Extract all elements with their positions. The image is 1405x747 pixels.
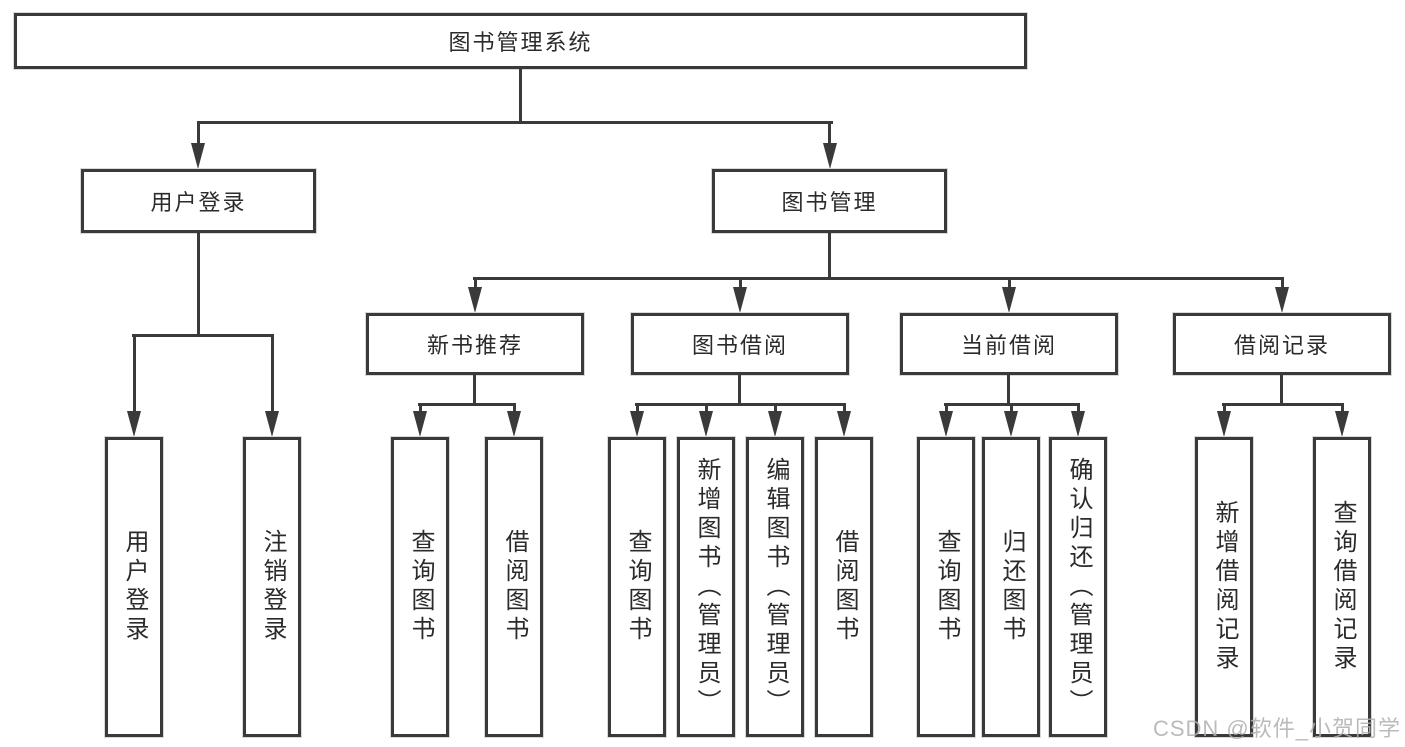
connector-level2-rail — [197, 121, 833, 124]
connector-drop-current-borrow — [1008, 277, 1011, 291]
arrowhead-nbr-borrow — [507, 411, 521, 437]
leaf-logout-login: 注销登录 — [243, 437, 301, 737]
arrowhead-bb-add — [699, 411, 713, 437]
arrowhead-leaf-logout — [265, 411, 279, 437]
node-library-management-system: 图书管理系统 — [14, 13, 1027, 69]
arrowhead-borrow-records — [1275, 287, 1289, 313]
connector-new-book-rail — [418, 403, 516, 406]
connector-drop-book-borrow — [739, 277, 742, 291]
connector-user-login-stub — [197, 233, 200, 337]
connector-user-login-rail — [132, 334, 274, 337]
connector-book-borrow-rail — [635, 403, 846, 406]
connector-root-stub — [519, 69, 522, 124]
connector-book-mgmt-stub — [828, 233, 831, 280]
connector-drop-nbr-query — [419, 403, 422, 417]
leaf-nbr-query-books: 查询图书 — [391, 437, 449, 737]
leaf-cb-query-books: 查询图书 — [917, 437, 975, 737]
node-borrowing-records: 借阅记录 — [1173, 313, 1391, 375]
connector-drop-cb-return — [1010, 403, 1013, 417]
connector-drop-br-add — [1223, 403, 1226, 417]
leaf-br-query-record: 查询借阅记录 — [1313, 437, 1371, 737]
leaf-bb-borrow-books: 借阅图书 — [815, 437, 873, 737]
connector-level3-rail — [473, 277, 1284, 280]
leaf-bb-query-books: 查询图书 — [608, 437, 666, 737]
connector-drop-br-query — [1341, 403, 1344, 417]
leaf-bb-add-books-admin: 新增图书（管理员） — [677, 437, 735, 737]
arrowhead-bb-edit — [768, 411, 782, 437]
connector-drop-bb-borrow — [843, 403, 846, 417]
node-user-login: 用户登录 — [81, 169, 316, 233]
leaf-nbr-borrow-books: 借阅图书 — [485, 437, 543, 737]
connector-drop-bb-edit — [774, 403, 777, 417]
arrowhead-br-add — [1217, 411, 1231, 437]
connector-drop-leaf-logout — [271, 334, 274, 416]
arrowhead-bb-query — [630, 411, 644, 437]
arrowhead-new-book — [468, 287, 482, 313]
connector-drop-nbr-borrow — [513, 403, 516, 417]
leaf-bb-edit-books-admin: 编辑图书（管理员） — [746, 437, 804, 737]
connector-drop-bb-add — [705, 403, 708, 417]
node-new-book-recommend: 新书推荐 — [366, 313, 584, 375]
arrowhead-current-borrow — [1002, 287, 1016, 313]
leaf-cb-confirm-return-admin: 确认归还（管理员） — [1049, 437, 1107, 737]
arrowhead-cb-return — [1004, 411, 1018, 437]
connector-borrow-records-rail — [1222, 403, 1344, 406]
watermark: CSDN @软件_小贺同学 — [1152, 716, 1401, 741]
connector-drop-user-login — [197, 121, 200, 147]
node-book-borrowing: 图书借阅 — [631, 313, 849, 375]
connector-borrow-records-stub — [1280, 375, 1283, 406]
connector-drop-book-mgmt — [828, 121, 831, 147]
arrowhead-user-login — [191, 143, 205, 169]
node-book-management: 图书管理 — [712, 169, 947, 233]
leaf-cb-return-books: 归还图书 — [982, 437, 1040, 737]
arrowhead-leaf-user-login — [127, 411, 141, 437]
connector-book-borrow-stub — [738, 375, 741, 406]
connector-drop-new-book — [474, 277, 477, 291]
connector-drop-borrow-records — [1281, 277, 1284, 291]
arrowhead-nbr-query — [413, 411, 427, 437]
arrowhead-cb-confirm — [1071, 411, 1085, 437]
connector-drop-cb-query — [945, 403, 948, 417]
connector-drop-leaf-user-login — [133, 334, 136, 416]
arrowhead-cb-query — [939, 411, 953, 437]
arrowhead-bb-borrow — [837, 411, 851, 437]
connector-current-borrow-stub — [1007, 375, 1010, 406]
connector-drop-cb-confirm — [1077, 403, 1080, 417]
node-current-borrowing: 当前借阅 — [900, 313, 1118, 375]
connector-drop-bb-query — [636, 403, 639, 417]
leaf-user-login: 用户登录 — [105, 437, 163, 737]
leaf-br-add-record: 新增借阅记录 — [1195, 437, 1253, 737]
arrowhead-br-query — [1335, 411, 1349, 437]
connector-new-book-stub — [473, 375, 476, 406]
arrowhead-book-borrow — [733, 287, 747, 313]
arrowhead-book-mgmt — [823, 143, 837, 169]
